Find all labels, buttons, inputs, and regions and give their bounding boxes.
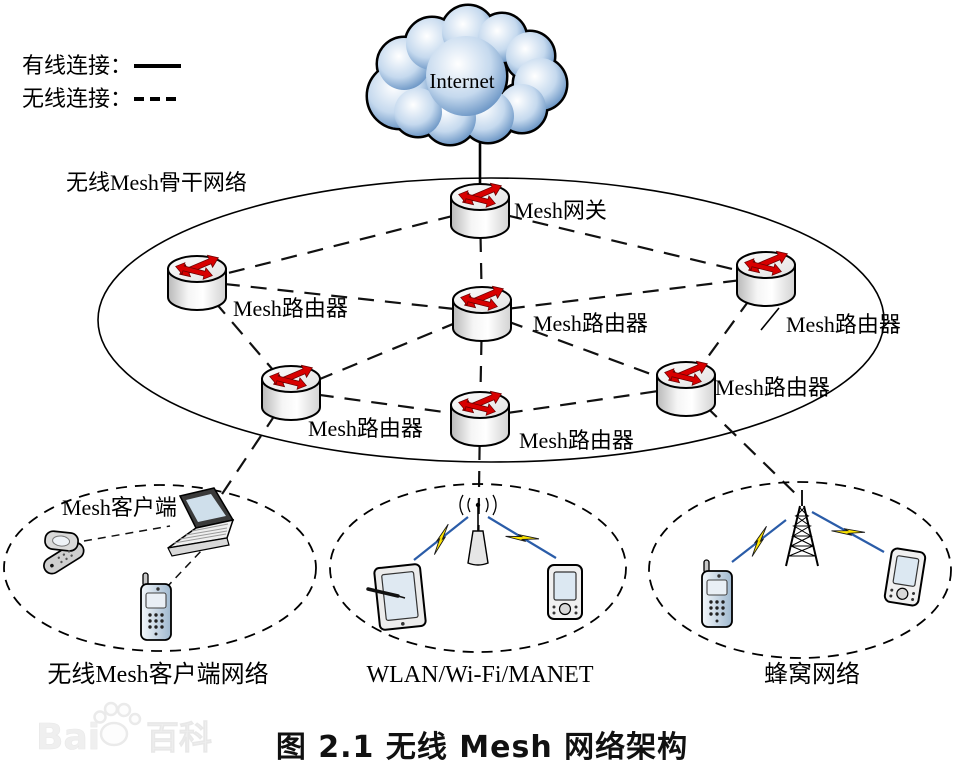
- figure-caption: 图 2.1 无线 Mesh 网络架构: [276, 730, 688, 765]
- watermark-latin: Bai: [36, 717, 100, 758]
- mobile-phone-icon: [701, 559, 733, 628]
- cellular-network-label: 蜂窝网络: [764, 661, 860, 688]
- router-icon-left: [168, 252, 226, 310]
- laptop-icon: [167, 487, 235, 557]
- pda-icon: [882, 546, 928, 608]
- router-icon-right-middle: [657, 358, 715, 416]
- label-leader-line: [760, 307, 780, 331]
- gateway-label: Mesh网关: [514, 198, 607, 223]
- mesh-client-area-label: Mesh客户端: [62, 495, 177, 520]
- tablet-icon: [366, 563, 427, 631]
- internet-cloud-icon: Internet: [365, 3, 569, 147]
- legend: 有线连接： 无线连接：: [22, 53, 181, 111]
- watermark: Bai 百科: [36, 701, 212, 758]
- router-label-left: Mesh路由器: [233, 296, 348, 321]
- router-icon-bottom-center: [451, 388, 509, 446]
- mesh-gateway-icon: [451, 180, 509, 238]
- backbone-ellipse: [97, 177, 885, 463]
- router-icon-right-top: [737, 248, 795, 306]
- backbone-label: 无线Mesh骨干网络: [66, 170, 247, 195]
- cellular-network: 蜂窝网络: [648, 481, 952, 688]
- mesh-client-ellipse: [3, 484, 317, 652]
- router-label-right-top: Mesh路由器: [786, 312, 901, 337]
- access-point-icon: [459, 494, 497, 566]
- flip-phone-icon: [43, 530, 85, 575]
- mesh-client-network: Mesh客户端: [3, 484, 317, 688]
- cell-tower-icon: [785, 490, 819, 567]
- wlan-network: WLAN/Wi-Fi/MANET: [329, 483, 627, 688]
- lightning-bolt-icon: [751, 525, 767, 557]
- wlan-ellipse: [329, 483, 627, 653]
- pda-icon: [547, 564, 583, 620]
- router-icon-bottom-left: [262, 362, 320, 420]
- watermark-cjk: 百科: [146, 718, 212, 757]
- lightning-bolt-icon: [831, 528, 866, 536]
- lightning-bolt-icon: [505, 534, 540, 542]
- internet-label: Internet: [429, 69, 494, 93]
- router-label-bottom-left: Mesh路由器: [308, 416, 423, 441]
- router-icon-center: [453, 283, 511, 341]
- router-label-right-middle: Mesh路由器: [715, 375, 830, 400]
- legend-wired-label: 有线连接：: [22, 53, 132, 78]
- mobile-phone-icon: [140, 572, 172, 641]
- router-label-bottom-center: Mesh路由器: [519, 428, 634, 453]
- lightning-bolt-icon: [433, 523, 449, 555]
- mesh-client-network-label: 无线Mesh客户端网络: [47, 661, 268, 688]
- legend-wireless-label: 无线连接：: [22, 86, 132, 111]
- stylus-icon: [366, 587, 400, 598]
- router-label-center: Mesh路由器: [533, 311, 648, 336]
- cellular-ellipse: [648, 481, 952, 659]
- wlan-network-label: WLAN/Wi-Fi/MANET: [366, 662, 593, 688]
- baidu-paw-icon: [93, 701, 142, 747]
